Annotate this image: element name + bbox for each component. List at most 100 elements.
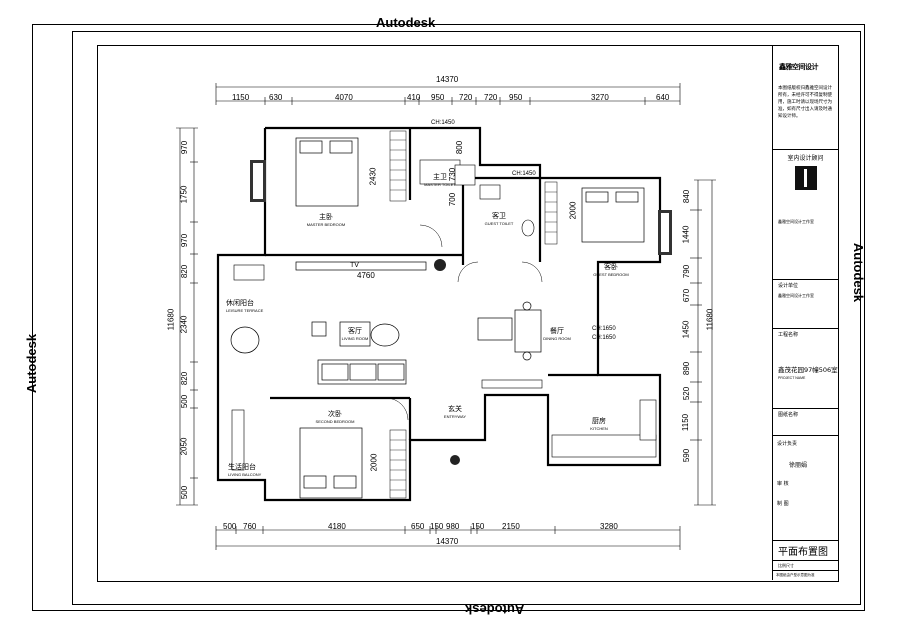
scale-section: 比例尺寸: [773, 560, 838, 571]
room-label-master-toilet: 主卫 MASTER TOILET: [420, 172, 460, 187]
drawing-title-section: 平面布置图: [773, 540, 838, 561]
room-label-dining-room: 餐厅 DINING ROOM: [542, 326, 572, 341]
design-unit-value: 鑫雅空间设计工作室: [778, 293, 814, 298]
drawing-border: [97, 45, 839, 582]
sign-row-label: 制 图: [777, 501, 789, 507]
room-name-en: LIVING BALCONY: [228, 472, 262, 477]
sign-row-label: 设计负责: [777, 441, 798, 447]
room-name: 餐厅: [550, 327, 564, 335]
dim-left-seg: 820: [180, 371, 190, 386]
room-name-en: ENTRYWAY: [443, 414, 467, 419]
project-name-label: 工程名称: [778, 332, 799, 338]
dim-interior: 800: [455, 140, 465, 155]
drawing-title: 平面布置图: [778, 547, 828, 558]
consultant-section: 室内设计顾问: [773, 149, 838, 190]
drawing-name-label: 图纸名称: [778, 412, 799, 418]
room-name-en: MASTER TOILET: [424, 182, 456, 187]
title-block: 鑫雅空间设计 本图纸版权归鑫雅空间设计所有，未经许可不得复制使用，施工时请以现场…: [772, 45, 838, 580]
project-name-en: PROJECT NAME: [778, 376, 806, 380]
dim-bottom-total: 14370: [436, 537, 459, 546]
tv-label: TV: [350, 262, 359, 269]
dim-left-seg: 500: [180, 394, 190, 409]
design-unit-label: 设计单位: [778, 283, 799, 289]
room-name-en: MASTER BEDROOM: [306, 222, 346, 227]
signature: 徐丽娟: [789, 462, 808, 469]
room-label-master-bedroom: 主卧 MASTER BEDROOM: [296, 212, 356, 227]
scale-label: 比例尺寸: [778, 563, 794, 568]
room-name: 客卧: [604, 263, 618, 271]
dim-right-seg: 1150: [681, 413, 691, 432]
dim-bottom-seg: 150: [471, 522, 485, 531]
dim-interior: 700: [448, 192, 458, 207]
dim-interior: 4760: [357, 271, 375, 280]
dim-top-seg: 950: [509, 93, 523, 102]
room-name: 主卫: [433, 173, 447, 181]
dim-bottom-seg: 3280: [600, 522, 618, 531]
room-label-second-bedroom: 次卧 SECOND BEDROOM: [305, 409, 365, 424]
dim-interior: 2000: [568, 201, 578, 220]
dim-top-seg: 1150: [232, 93, 250, 102]
room-name-en: GUEST BEDROOM: [593, 272, 629, 277]
company-info: 鑫雅空间设计工作室: [778, 219, 814, 224]
dim-right-seg: 520: [682, 386, 692, 401]
dim-left-seg: 970: [180, 140, 190, 155]
room-label-living-room: 客厅 LIVING ROOM: [340, 326, 370, 341]
room-name: 客厅: [348, 327, 362, 335]
room-label-guest-toilet: 客卫 GUEST TOILET: [484, 211, 514, 226]
sign-row-label: 审 核: [777, 481, 789, 487]
design-unit-section: 设计单位 鑫雅空间设计工作室: [773, 279, 838, 300]
footer-note: 本图纸由户型示意图为准: [776, 573, 815, 577]
dim-top-seg: 630: [269, 93, 283, 102]
dim-interior: 2430: [368, 167, 378, 186]
dim-ceiling-height: CH:1650: [592, 335, 616, 341]
dim-interior: 2000: [369, 453, 379, 472]
dim-bottom-seg: 2150: [502, 522, 520, 531]
dim-right-seg: 1450: [681, 320, 691, 339]
room-name: 厨房: [592, 417, 606, 425]
project-name: 鑫茂花园97幢506室: [778, 366, 838, 374]
room-name-en: GUEST TOILET: [484, 221, 514, 226]
dim-bottom-seg: 650: [411, 522, 425, 531]
room-name: 玄关: [448, 405, 462, 413]
brand-logo: [794, 166, 817, 190]
dim-bottom-seg: 500: [223, 522, 237, 531]
dim-right-seg: 670: [682, 288, 692, 303]
dim-ceiling-height: CH:1650: [592, 326, 616, 332]
room-name-en: LEISURE TERRACE: [226, 308, 264, 313]
sign-section: 设计负责 徐丽娟 审 核 制 图: [773, 435, 838, 526]
dim-right-seg: 840: [682, 189, 692, 204]
room-name: 休闲阳台: [226, 299, 254, 307]
dim-bottom-seg: 150: [430, 522, 444, 531]
dim-bottom-seg: 760: [243, 522, 257, 531]
dim-left-seg: 970: [180, 233, 190, 248]
inner-frame: [72, 31, 861, 605]
dim-left-seg: 1750: [179, 185, 189, 204]
dim-top-seg: 410: [407, 93, 421, 102]
room-name: 次卧: [328, 410, 342, 418]
room-label-guest-bedroom: 客卧 GUEST BEDROOM: [586, 262, 636, 277]
dim-top-seg: 4070: [335, 93, 353, 102]
dim-right-total: 11680: [705, 308, 715, 331]
project-section: 工程名称 鑫茂花园97幢506室 PROJECT NAME: [773, 328, 838, 380]
room-label-kitchen: 厨房 KITCHEN: [584, 416, 614, 431]
dim-top-seg: 640: [656, 93, 670, 102]
dim-top-seg: 950: [431, 93, 445, 102]
room-label-entryway: 玄关 ENTRYWAY: [440, 404, 470, 419]
dim-left-seg: 2050: [179, 437, 189, 456]
dim-ceiling-height: CH:1450: [512, 171, 536, 177]
dim-bottom-seg: 4180: [328, 522, 346, 531]
dim-top-seg: 3270: [591, 93, 609, 102]
dim-left-seg: 2340: [179, 315, 189, 334]
consultant-title: 室内设计顾问: [787, 155, 824, 162]
company-logo: 鑫雅空间设计: [779, 63, 819, 71]
room-name: 主卧: [319, 213, 333, 221]
dim-left-total: 11680: [166, 308, 176, 331]
room-name: 生活阳台: [228, 463, 256, 471]
drawing-name-section: 图纸名称: [773, 408, 838, 429]
dim-right-seg: 790: [682, 264, 692, 279]
dim-left-seg: 820: [180, 264, 190, 279]
room-name: 客卫: [492, 212, 506, 220]
room-label-living-balcony: 生活阳台 LIVING BALCONY: [228, 462, 268, 477]
footer-section: 本图纸由户型示意图为准: [773, 570, 838, 581]
